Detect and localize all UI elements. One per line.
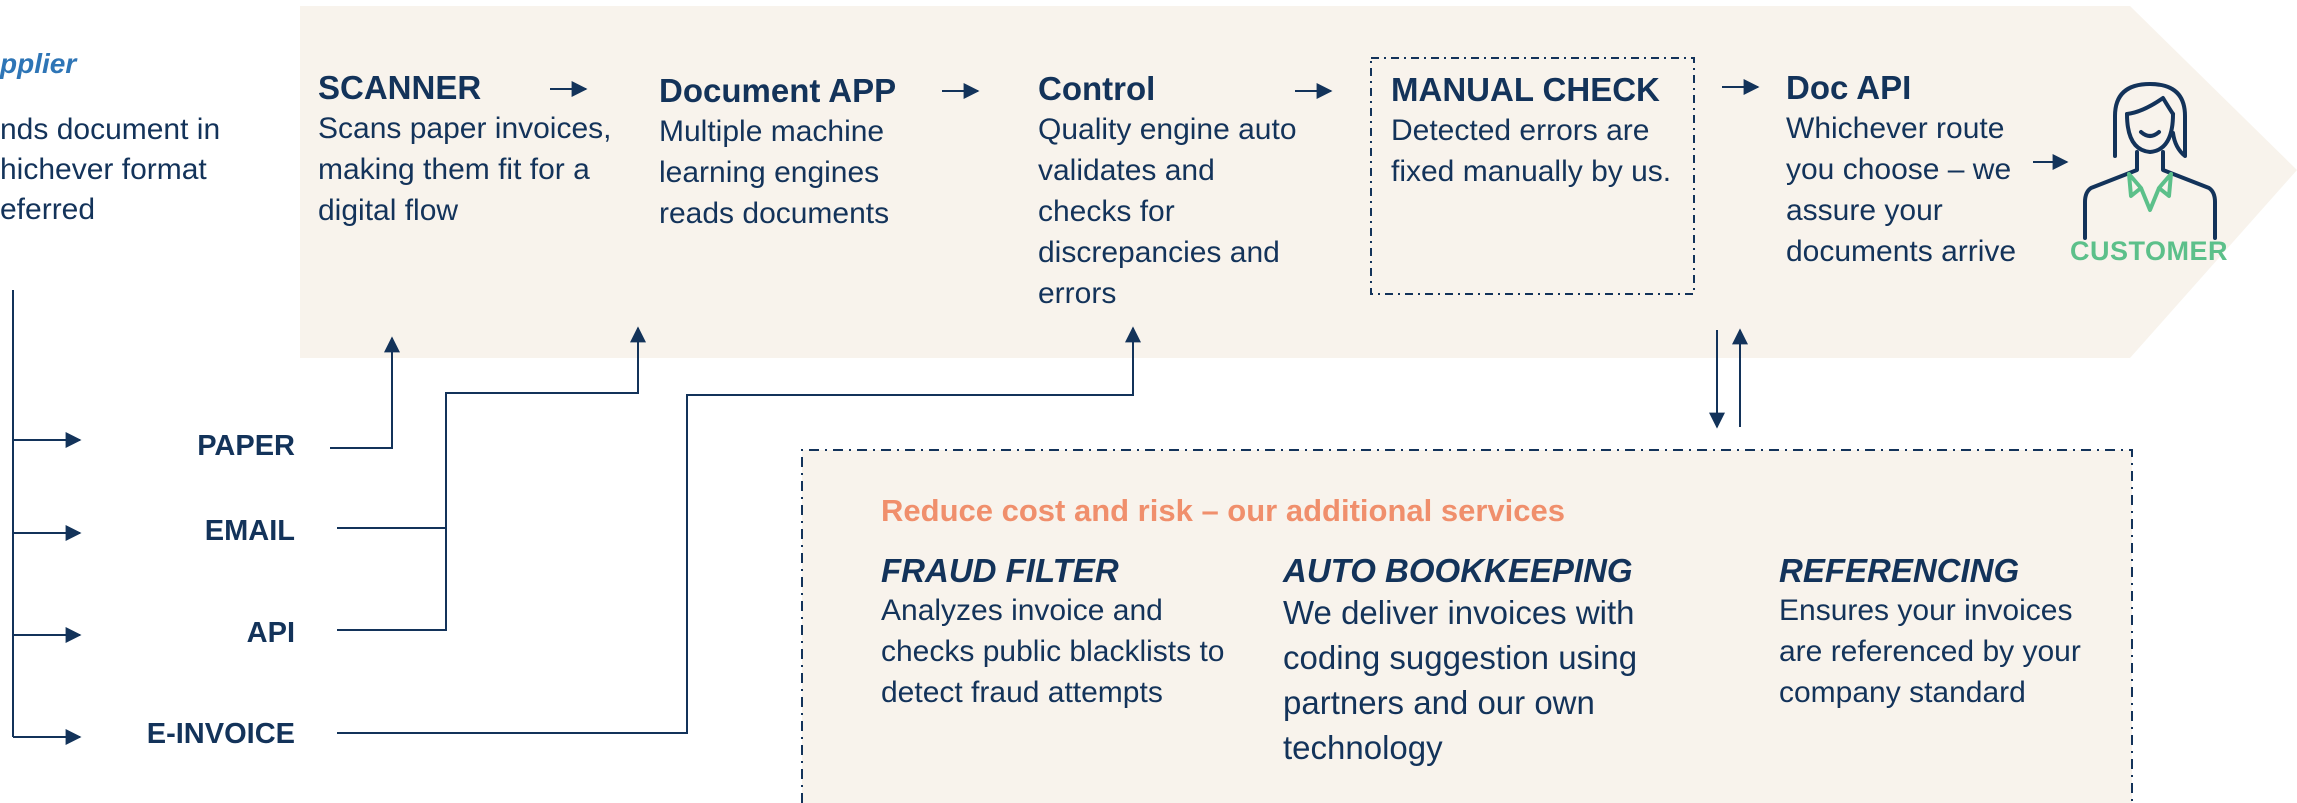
supplier-description: nds document in hichever format eferred: [0, 110, 220, 230]
manual-check-box: [1370, 57, 1695, 295]
service-referencing: REFERENCING Ensures your invoices are re…: [1779, 552, 2119, 713]
step-scanner: SCANNER Scans paper invoices, making the…: [318, 68, 618, 231]
customer-icon: [2083, 82, 2217, 240]
channel-api: API: [246, 617, 295, 649]
channel-e-invoice: E-INVOICE: [146, 718, 295, 750]
step-doc-api: Doc API Whichever route you choose – we …: [1786, 68, 2041, 272]
supplier-desc-line: eferred: [0, 193, 96, 226]
step-description: Detected errors are fixed manually by us…: [1391, 114, 1672, 188]
service-auto-bookkeeping: AUTO BOOKKEEPING We deliver invoices wit…: [1283, 552, 1713, 770]
service-fraud-filter: FRAUD FILTER Analyzes invoice and checks…: [881, 552, 1231, 713]
service-title: REFERENCING: [1779, 552, 2020, 589]
services-dashed-border: [801, 449, 2133, 803]
channel-email: EMAIL: [204, 515, 295, 547]
supplier-title: pplier: [0, 48, 77, 79]
supplier-desc-line: hichever format: [0, 153, 207, 186]
step-manual-check: MANUAL CHECK Detected errors are fixed m…: [1391, 70, 1681, 192]
step-control: Control Quality engine auto validates an…: [1038, 69, 1298, 314]
step-title: Control: [1038, 70, 1156, 107]
step-description: Multiple machine learning engines reads …: [659, 115, 890, 230]
step-title: Doc API: [1786, 69, 1912, 106]
service-description: We deliver invoices with coding suggesti…: [1283, 594, 1638, 766]
supplier-desc-line: nds document in: [0, 113, 221, 146]
channel-paper: PAPER: [197, 430, 295, 462]
step-title: MANUAL CHECK: [1391, 71, 1660, 108]
customer-label: CUSTOMER: [2070, 236, 2229, 266]
step-document-app: Document APP Multiple machine learning e…: [659, 71, 929, 234]
step-description: Scans paper invoices, making them fit fo…: [318, 112, 612, 227]
service-title: FRAUD FILTER: [881, 552, 1119, 589]
service-description: Analyzes invoice and checks public black…: [881, 594, 1225, 709]
service-title: AUTO BOOKKEEPING: [1283, 552, 1633, 589]
step-title: Document APP: [659, 72, 897, 109]
step-title: SCANNER: [318, 69, 482, 106]
step-description: Whichever route you choose – we assure y…: [1786, 112, 2017, 268]
step-description: Quality engine auto validates and checks…: [1038, 113, 1297, 310]
service-description: Ensures your invoices are referenced by …: [1779, 594, 2081, 709]
services-title: Reduce cost and risk – our additional se…: [881, 493, 1565, 528]
